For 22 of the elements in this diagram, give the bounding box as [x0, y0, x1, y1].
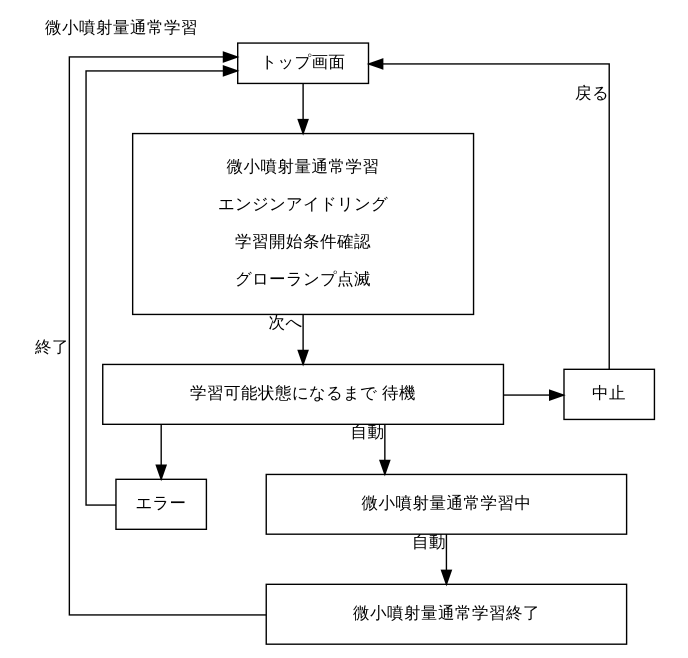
arrow — [296, 84, 308, 136]
arrow — [84, 65, 239, 506]
edge-label: 戻る — [574, 83, 608, 102]
edge-label: 自動 — [412, 532, 446, 552]
node-box: エラー — [114, 478, 207, 530]
arrow — [378, 424, 390, 476]
arrow — [154, 424, 167, 482]
arrow — [503, 389, 566, 401]
arrow — [366, 58, 610, 370]
node-box: トップ画面 — [236, 42, 369, 84]
arrow — [68, 51, 266, 616]
node-box: 微小噴射量通常学習中 — [265, 474, 627, 535]
node-box: 学習可能状態になるまで 待機 — [102, 364, 504, 425]
arrow — [440, 534, 452, 586]
node-box: 微小噴射量通常学習 エンジンアイドリング 学習開始条件確認 グローランプ点滅 — [131, 132, 474, 316]
edge-label: 自動 — [350, 422, 384, 442]
edge-label: 次へ — [268, 312, 302, 332]
edge-label: 終了 — [34, 338, 68, 357]
node-box: 微小噴射量通常学習終了 — [265, 584, 627, 645]
arrow — [296, 314, 308, 366]
node-box: 中止 — [562, 368, 655, 420]
diagram-title: 微小噴射量通常学習 — [44, 18, 198, 37]
